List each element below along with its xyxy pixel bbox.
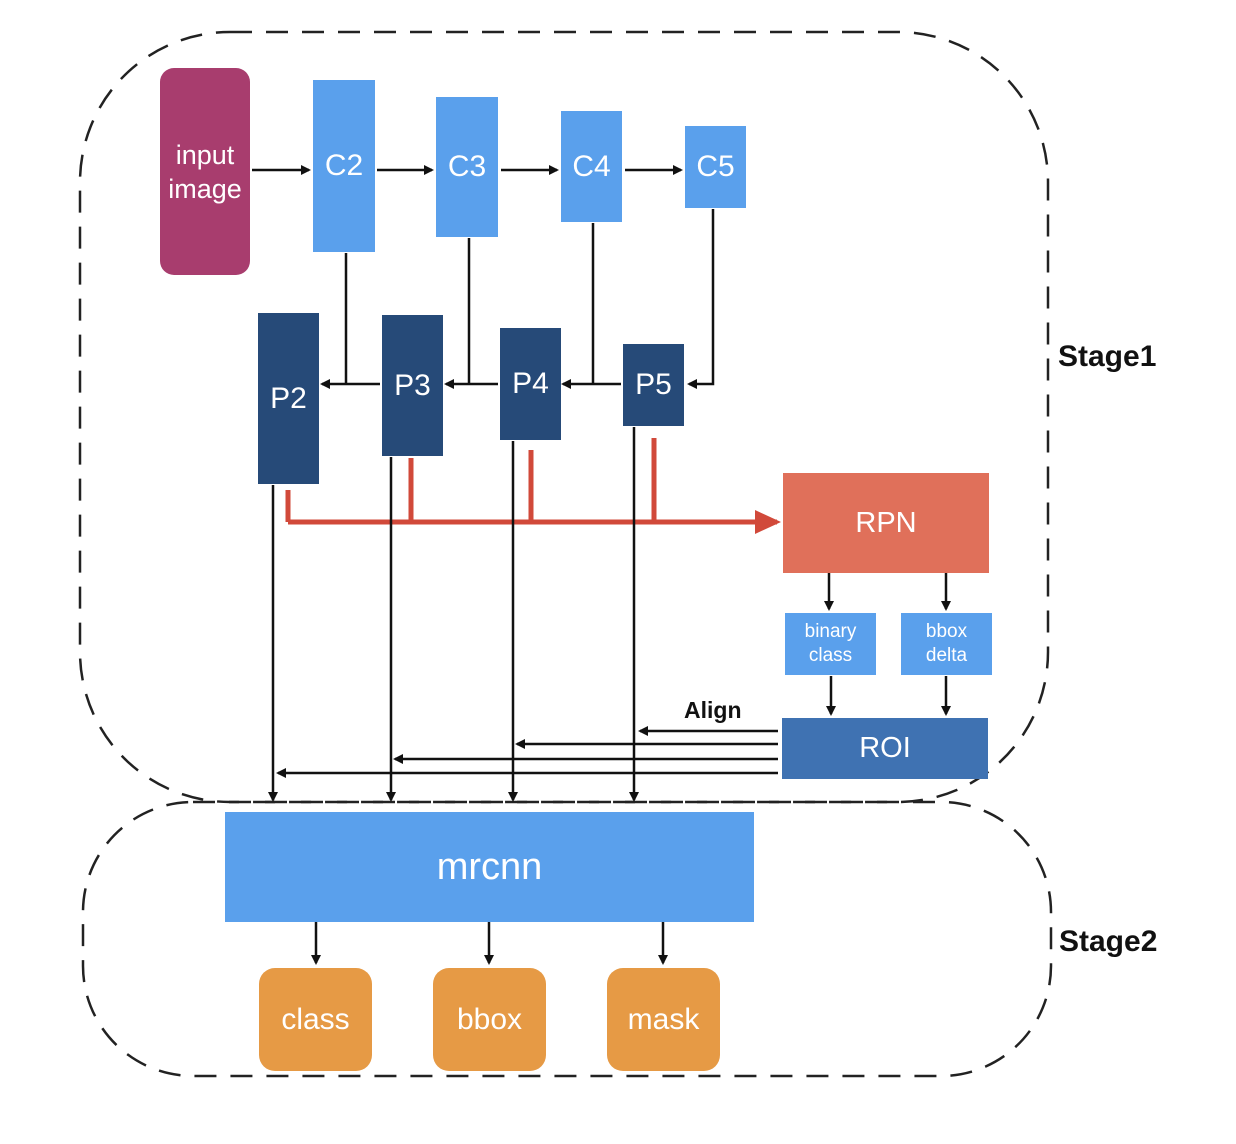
c4-label: C4	[572, 149, 611, 183]
p2-node: P2	[258, 313, 319, 484]
input-image-label-line1: input	[175, 139, 235, 170]
c2-label: C2	[324, 149, 364, 182]
bbox-delta-label-line2: delta	[925, 645, 968, 666]
bbox-delta-label-line1: bbox	[925, 621, 968, 642]
rpn-label: RPN	[855, 506, 917, 539]
c3-node: C3	[436, 97, 498, 237]
class-output-node: class	[259, 968, 372, 1071]
class-output-label: class	[281, 1002, 350, 1036]
roi-label: ROI	[859, 732, 911, 764]
stage1-boundary	[78, 30, 1050, 804]
c5-label: C5	[696, 150, 735, 183]
input-image-label-line2: image	[168, 173, 242, 204]
p5-node: P5	[623, 344, 684, 426]
rpn-feature-path	[285, 438, 781, 534]
mask-output-node: mask	[607, 968, 720, 1071]
input-image-node: input image	[160, 68, 250, 275]
bbox-output-node: bbox	[433, 968, 546, 1071]
binary-class-node: binary class	[785, 613, 876, 675]
c2-node: C2	[313, 80, 375, 252]
p4-node: P4	[500, 328, 561, 440]
mrcnn-label: mrcnn	[436, 845, 543, 888]
mrcnn-node: mrcnn	[225, 812, 754, 922]
c3-label: C3	[447, 150, 487, 183]
c5-node: C5	[685, 126, 746, 208]
align-label: Align	[684, 697, 742, 723]
arrow-c5-to-p5	[687, 209, 715, 389]
roi-node: ROI	[782, 718, 988, 779]
stage1-label: Stage1	[1058, 340, 1157, 373]
p2-label: P2	[270, 381, 307, 415]
binary-class-label-line1: binary	[804, 621, 857, 642]
mask-output-label: mask	[627, 1002, 700, 1036]
bbox-delta-node: bbox delta	[901, 613, 992, 675]
stage2-boundary	[81, 800, 1053, 1078]
p3-node: P3	[382, 315, 443, 456]
p5-label: P5	[635, 368, 672, 401]
stage2-label: Stage2	[1059, 925, 1158, 958]
bbox-output-label: bbox	[456, 1002, 523, 1036]
c4-node: C4	[561, 111, 622, 222]
binary-class-label-line2: class	[808, 645, 853, 666]
rpn-node: RPN	[783, 473, 989, 573]
p4-label: P4	[512, 367, 549, 400]
p3-label: P3	[394, 368, 431, 402]
